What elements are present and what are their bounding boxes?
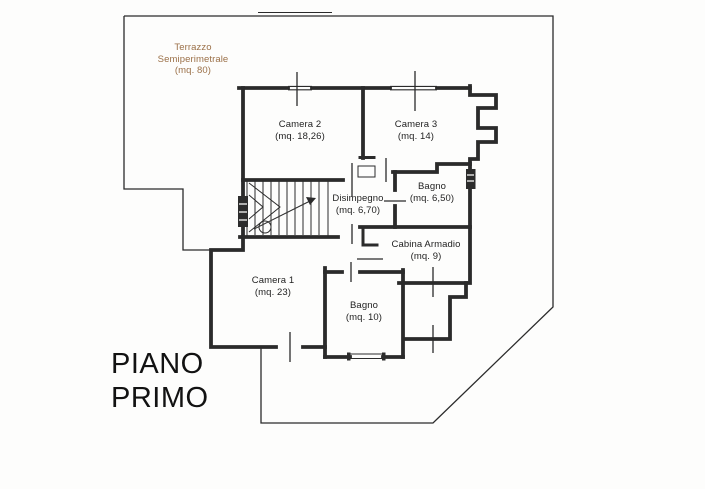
label-terrazzo: Terrazzo Semiperimetrale (mq. 80) [132, 42, 254, 77]
label-cabina-armadio: Cabina Armadio (mq. 9) [356, 239, 496, 263]
camera2-area: (mq. 18,26) [275, 131, 325, 142]
disimpegno-name: Disimpegno [332, 193, 384, 204]
label-bagno-10: Bagno (mq. 10) [314, 300, 414, 324]
terrazzo-area: (mq. 80) [174, 65, 212, 76]
bagno10-name: Bagno [350, 300, 378, 311]
label-camera1: Camera 1 (mq. 23) [223, 275, 323, 299]
label-camera2: Camera 2 (mq. 18,26) [250, 119, 350, 143]
terrazzo-name-line2: Semiperimetrale [157, 53, 229, 65]
terrace-outline [123, 12, 554, 424]
cabina-name: Cabina Armadio [391, 239, 461, 250]
camera2-name: Camera 2 [278, 119, 322, 130]
windows [238, 85, 476, 361]
bagno650-name: Bagno [418, 181, 446, 192]
bagno650-area: (mq. 6,50) [409, 193, 455, 204]
camera1-name: Camera 1 [251, 275, 295, 286]
bagno10-area: (mq. 10) [345, 312, 383, 323]
door-marks [289, 71, 434, 362]
stair-direction-arrowhead [306, 197, 316, 205]
floor-title-line1: PIANO [111, 348, 204, 380]
camera3-name: Camera 3 [394, 119, 438, 130]
terrazzo-name-line1: Terrazzo [174, 42, 212, 53]
floor-title: PIANO PRIMO [111, 347, 209, 415]
camera3-area: (mq. 14) [397, 131, 435, 142]
floor-title-line2: PRIMO [111, 382, 209, 414]
disimpegno-area: (mq. 6,70) [335, 205, 381, 216]
window-block-east [466, 169, 476, 189]
label-disimpegno: Disimpegno (mq. 6,70) [308, 193, 408, 217]
label-camera3: Camera 3 (mq. 14) [366, 119, 466, 143]
cabina-area: (mq. 9) [410, 251, 442, 262]
label-bagno-650: Bagno (mq. 6,50) [382, 181, 482, 205]
camera1-area: (mq. 23) [254, 287, 292, 298]
